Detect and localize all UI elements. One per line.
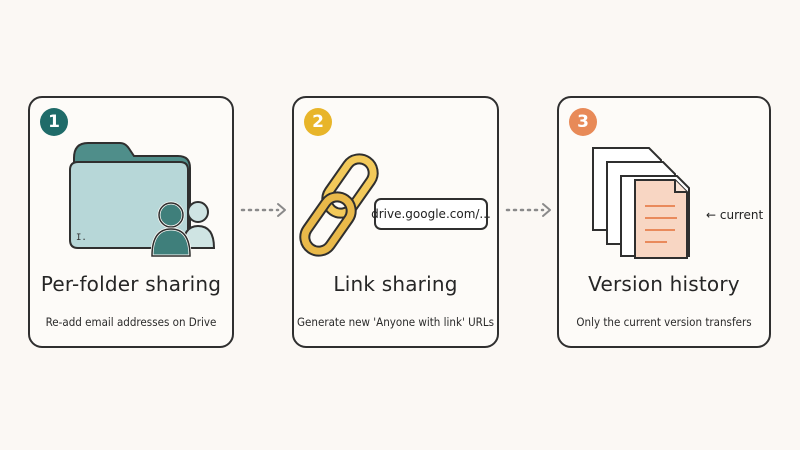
current-version-label: ← current: [706, 208, 764, 222]
dotted-arrow-icon: [240, 203, 286, 217]
step-subtitle: Only the current version transfers: [576, 315, 752, 329]
dotted-arrow-icon: [505, 203, 551, 217]
step-number-badge: 3: [569, 108, 597, 136]
step-card-link-sharing: 2 drive.google.com/... Link sharing Gene…: [292, 96, 499, 348]
step-title: Per-folder sharing: [40, 272, 222, 296]
step-title: Link sharing: [333, 272, 458, 296]
step-number-badge: 1: [40, 108, 68, 136]
step-number-badge: 2: [304, 108, 332, 136]
users-icon: [150, 201, 216, 258]
step-subtitle: Re-add email addresses on Drive: [45, 315, 217, 329]
url-field: drive.google.com/...: [371, 198, 491, 230]
step-card-version-history: 3 ← current Version history Only the cur…: [557, 96, 771, 348]
step-card-per-folder-sharing: 1 I. Per-folder sharing Re-add email add…: [28, 96, 234, 348]
chain-link-icon: [299, 153, 379, 257]
svg-text:I.: I.: [76, 233, 87, 243]
step-subtitle: Generate new 'Anyone with link' URLs: [297, 315, 494, 329]
document-stack-icon: [592, 147, 690, 259]
step-title: Version history: [588, 272, 740, 296]
